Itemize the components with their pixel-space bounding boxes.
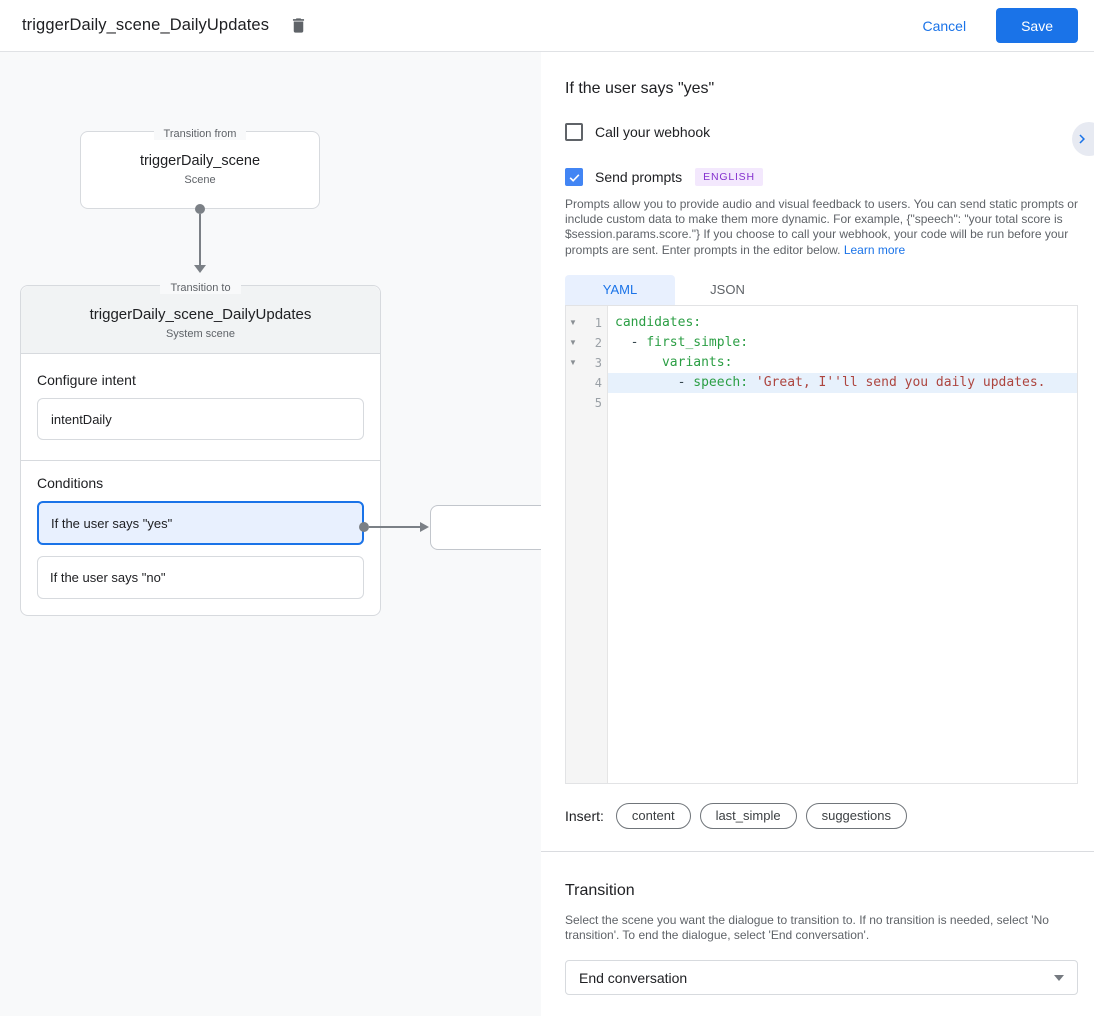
code-line-3: variants: [608, 353, 1077, 373]
node-divider [21, 460, 380, 461]
fold-arrow-icon[interactable] [566, 358, 579, 367]
editor-code-area[interactable]: candidates: - first_simple: variants: - … [608, 306, 1077, 783]
connector-line [199, 214, 201, 265]
condition-item-yes[interactable]: If the user says "yes" [37, 501, 364, 545]
scene-canvas: Transition from triggerDaily_scene Scene… [0, 52, 541, 1016]
section-divider [541, 850, 1094, 852]
connector-dot [359, 522, 369, 532]
yaml-plain: - [615, 374, 694, 390]
yaml-key: first_simple: [646, 334, 749, 350]
yaml-plain [615, 355, 662, 370]
call-webhook-row[interactable]: Call your webhook [565, 123, 1078, 141]
editor-gutter: 1 2 3 4 5 [566, 305, 608, 783]
code-line-1: candidates: [608, 313, 1077, 333]
webhook-label: Call your webhook [595, 124, 711, 140]
save-button[interactable]: Save [996, 8, 1078, 43]
from-node-subtitle: Scene [184, 174, 216, 186]
transition-from-node[interactable]: Transition from triggerDaily_scene Scene [80, 128, 320, 209]
editor-format-tabs: YAML JSON [565, 274, 1078, 305]
prompts-description-text: Prompts allow you to provide audio and v… [565, 197, 1078, 257]
tab-yaml[interactable]: YAML [565, 274, 675, 305]
yaml-key: speech: [693, 374, 756, 390]
condition-detail-title: If the user says "yes" [565, 80, 715, 97]
line-number: 1 [594, 315, 602, 330]
connector-line [369, 526, 421, 528]
dropdown-caret-icon [1054, 974, 1064, 981]
intent-name: intentDaily [51, 411, 112, 427]
tab-json[interactable]: JSON [710, 282, 745, 298]
transition-select[interactable]: End conversation [565, 960, 1078, 996]
send-prompts-checkbox[interactable] [565, 168, 583, 186]
insert-row: Insert: content last_simple suggestions [565, 802, 1078, 829]
delete-scene-button[interactable] [287, 15, 309, 37]
insert-chip-content[interactable]: content [615, 802, 691, 829]
prompts-description: Prompts allow you to provide audio and v… [565, 197, 1078, 258]
arrow-down-icon [194, 265, 206, 273]
code-line-4-active: - speech: 'Great, I''ll send you daily u… [608, 372, 1077, 393]
chevron-right-icon [1079, 134, 1085, 144]
check-icon [569, 173, 579, 182]
fold-arrow-icon[interactable] [566, 338, 579, 347]
language-badge: ENGLISH [695, 168, 763, 186]
condition-detail-panel: If the user says "yes" Call your webhook… [541, 52, 1094, 1016]
yaml-string: 'Great, I''ll send you daily updates. [755, 374, 1046, 390]
top-bar: triggerDaily_scene_DailyUpdates Cancel S… [0, 0, 1094, 52]
learn-more-link[interactable]: Learn more [843, 242, 906, 257]
send-prompts-label: Send prompts [595, 169, 683, 185]
transition-to-node: Transition to triggerDaily_scene_DailyUp… [20, 282, 381, 616]
transition-title: Transition [565, 881, 635, 899]
cancel-button[interactable]: Cancel [922, 17, 967, 34]
insert-chip-suggestions[interactable]: suggestions [805, 802, 907, 829]
from-node-title: triggerDaily_scene [139, 153, 261, 169]
yaml-key: variants: [661, 354, 733, 370]
condition-item-no[interactable]: If the user says "no" [37, 556, 364, 599]
send-prompts-row[interactable]: Send prompts ENGLISH [565, 168, 1078, 186]
condition-label: If the user says "no" [50, 570, 166, 585]
webhook-checkbox[interactable] [565, 123, 583, 141]
line-number: 5 [594, 395, 602, 410]
insert-chip-last-simple[interactable]: last_simple [699, 802, 797, 829]
insert-label: Insert: [565, 807, 604, 824]
connector-dot [195, 204, 205, 214]
collapse-panel-button[interactable] [1072, 122, 1094, 156]
prompt-code-editor[interactable]: 1 2 3 4 5 candidates: - first_simple: va… [565, 304, 1078, 784]
condition-label: If the user says "yes" [51, 515, 173, 531]
to-node-title: triggerDaily_scene_DailyUpdates [89, 306, 312, 323]
configure-intent-label: Configure intent [37, 372, 136, 388]
line-number: 4 [594, 375, 602, 390]
line-number: 3 [594, 355, 602, 370]
trash-icon [292, 18, 304, 33]
to-node-header[interactable]: triggerDaily_scene_DailyUpdates System s… [21, 286, 380, 354]
transition-select-value: End conversation [579, 969, 688, 986]
conditions-label: Conditions [37, 475, 104, 491]
line-number: 2 [594, 335, 602, 350]
node-legend: Transition from [81, 124, 319, 142]
code-line-2: - first_simple: [608, 333, 1077, 353]
yaml-plain: - [615, 334, 647, 350]
yaml-key: candidates: [615, 314, 702, 330]
page-title: triggerDaily_scene_DailyUpdates [22, 16, 270, 34]
transition-description: Select the scene you want the dialogue t… [565, 912, 1049, 943]
intent-item[interactable]: intentDaily [37, 398, 364, 440]
code-line-5 [608, 393, 1077, 413]
arrow-right-icon [420, 522, 429, 532]
fold-arrow-icon[interactable] [566, 318, 579, 327]
transition-target-node[interactable] [430, 505, 541, 550]
to-node-subtitle: System scene [165, 328, 236, 340]
